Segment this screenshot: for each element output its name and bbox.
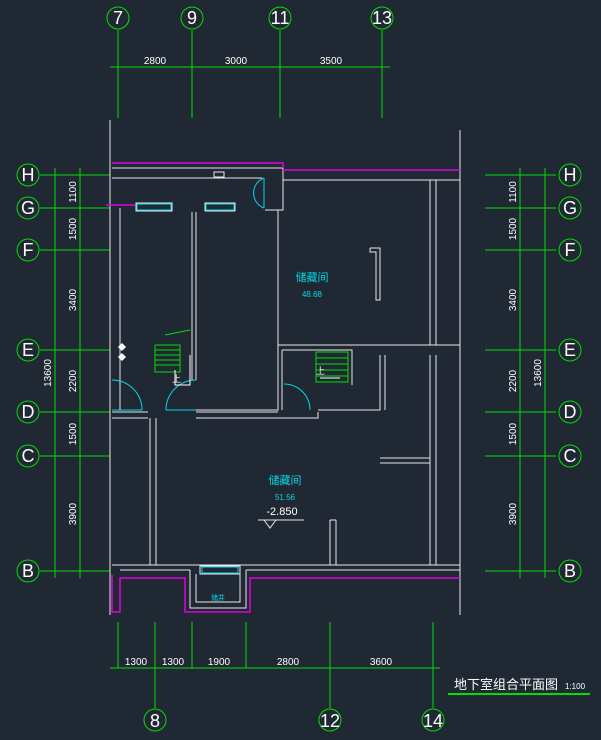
axis-label-right-b: B — [564, 561, 576, 581]
bottom-dim-2: 1300 — [162, 657, 185, 668]
bottom-dim-4: 2800 — [277, 657, 300, 668]
left-dim-total: 13600 — [43, 359, 54, 387]
axis-lines — [40, 30, 590, 708]
axis-label-right-c: C — [564, 446, 577, 466]
axis-label-right-g: G — [563, 198, 577, 218]
right-dim-6: 3900 — [508, 502, 519, 525]
stair-label-2: 上 — [316, 366, 325, 376]
axis-bubbles — [16, 6, 582, 732]
left-dim-1: 1100 — [68, 181, 79, 203]
left-dim-2: 1500 — [68, 217, 79, 240]
axis-label-top-2: 9 — [187, 8, 197, 28]
drawing-title: 地下室组合平面图 — [454, 677, 558, 692]
right-dim-total: 13600 — [533, 359, 544, 387]
axis-label-top-1: 7 — [113, 8, 123, 28]
axis-label-bottom-3: 14 — [423, 711, 443, 731]
well-label: 储井 — [211, 593, 225, 602]
right-dims: 1100 1500 3400 2200 1500 3900 13600 — [508, 181, 544, 525]
stair-1 — [154, 329, 191, 373]
axis-label-right-h: H — [564, 165, 577, 185]
axis-label-left-d: D — [22, 402, 35, 422]
axis-label-top-3: 11 — [271, 8, 290, 28]
right-dim-1: 1100 — [508, 181, 519, 203]
walls — [109, 120, 461, 615]
axis-label-left-f: F — [23, 240, 34, 260]
left-dim-3: 3400 — [68, 288, 79, 311]
axis-label-left-g: G — [21, 198, 35, 218]
axis-label-left-e: E — [22, 340, 34, 360]
stair-arrows — [174, 355, 340, 386]
left-dims: 1100 1500 3400 2200 1500 3900 13600 — [43, 181, 79, 525]
right-dim-4: 2200 — [508, 369, 519, 392]
right-dim-2: 1500 — [508, 217, 519, 240]
axis-label-left-h: H — [22, 165, 35, 185]
top-dim-1: 2800 — [144, 56, 167, 67]
room-1-name: 储藏间 — [296, 270, 329, 284]
room-1-area: 48.68 — [302, 290, 323, 299]
doors — [111, 177, 311, 574]
axis-label-right-e: E — [564, 340, 576, 360]
level-mark: -2.850 — [266, 506, 297, 518]
magenta-outline — [106, 162, 460, 613]
top-dim-2: 3000 — [225, 56, 248, 67]
drawing-scale: 1:100 — [565, 682, 586, 691]
bottom-dim-5: 3600 — [370, 657, 393, 668]
axis-label-bottom-1: 8 — [150, 711, 160, 731]
bottom-dim-3: 1900 — [208, 657, 231, 668]
right-dim-3: 3400 — [508, 288, 519, 311]
axis-label-top-4: 13 — [372, 8, 392, 28]
axis-label-left-c: C — [22, 446, 35, 466]
stair-label-1: 上 — [172, 374, 181, 384]
axis-label-bottom-2: 12 — [320, 711, 340, 731]
axis-label-right-d: D — [564, 402, 577, 422]
axis-label-left-b: B — [22, 561, 34, 581]
top-dim-3: 3500 — [320, 56, 343, 67]
marker-icons — [118, 343, 126, 361]
axis-label-right-f: F — [565, 240, 576, 260]
room-2-name: 储藏间 — [269, 473, 302, 487]
left-dim-6: 3900 — [68, 502, 79, 525]
left-dim-4: 2200 — [68, 369, 79, 392]
right-dim-5: 1500 — [508, 422, 519, 445]
bottom-dim-1: 1300 — [125, 657, 148, 668]
stair-2 — [315, 351, 349, 383]
room-2-area: 51.56 — [275, 493, 296, 502]
left-dim-5: 1500 — [68, 422, 79, 445]
